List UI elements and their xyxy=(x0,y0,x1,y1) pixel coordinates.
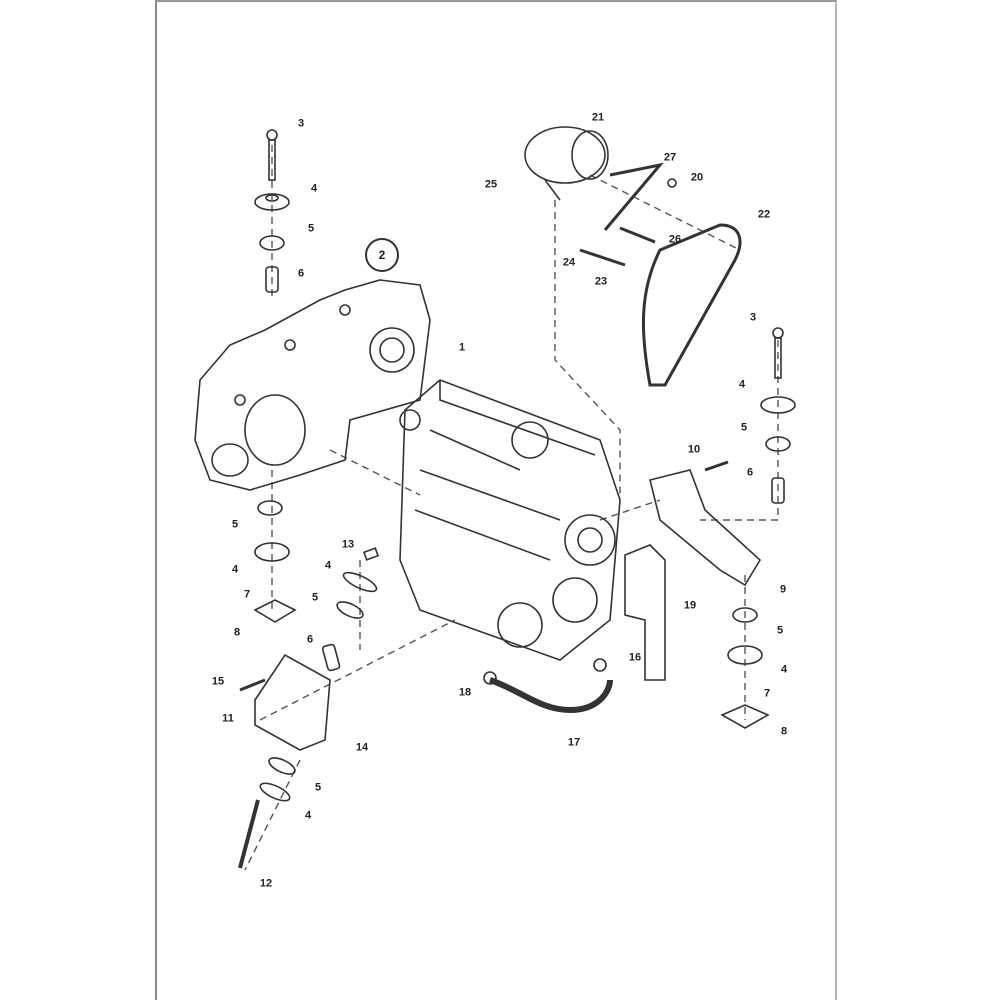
engine-block xyxy=(399,379,621,661)
fitting xyxy=(593,658,607,672)
callout: 7 xyxy=(763,687,771,700)
callout: 4 xyxy=(310,182,318,195)
callout: 20 xyxy=(690,171,704,184)
callout: 14 xyxy=(355,741,369,754)
left-mount-stack-bottom xyxy=(253,500,297,623)
callout: 5 xyxy=(314,781,322,794)
callout: 26 xyxy=(668,233,682,246)
callout: 3 xyxy=(749,311,757,324)
assembly-callout-2: 2 xyxy=(365,238,399,272)
callout: 19 xyxy=(683,599,697,612)
drive-belt xyxy=(641,223,742,387)
callout: 21 xyxy=(591,111,605,124)
callout: 4 xyxy=(324,559,332,572)
callout: 15 xyxy=(211,675,225,688)
bolt xyxy=(619,226,656,244)
bolt xyxy=(704,460,729,472)
callout: 5 xyxy=(776,624,784,637)
callout: 12 xyxy=(259,877,273,890)
callout: 9 xyxy=(779,583,787,596)
alternator xyxy=(524,126,609,201)
bolt xyxy=(667,178,677,188)
callout: 3 xyxy=(297,117,305,130)
callout: 17 xyxy=(567,736,581,749)
callout: 11 xyxy=(222,712,234,725)
callout: 5 xyxy=(740,421,748,434)
callout: 8 xyxy=(780,725,788,738)
callout: 23 xyxy=(594,275,608,288)
hose xyxy=(489,677,613,714)
callout: 6 xyxy=(746,466,754,479)
callout: 24 xyxy=(562,256,576,269)
callout: 4 xyxy=(231,563,239,576)
bottom-mount-parts xyxy=(238,757,296,869)
callout: 6 xyxy=(306,633,314,646)
callout: 13 xyxy=(341,538,355,551)
callout: 7 xyxy=(243,588,251,601)
right-mount-stack-bottom xyxy=(720,607,770,729)
callout: 6 xyxy=(297,267,305,280)
adjust-bracket xyxy=(603,162,664,231)
drawing-frame xyxy=(155,0,837,1000)
left-engine-bracket xyxy=(254,653,331,751)
callout: 18 xyxy=(458,686,472,699)
bolt xyxy=(239,678,266,692)
callout: 4 xyxy=(304,809,312,822)
bolt xyxy=(579,248,626,267)
callout: 4 xyxy=(738,378,746,391)
right-engine-bracket xyxy=(649,469,762,587)
dashed-assembly-lines xyxy=(244,145,779,871)
callout: 16 xyxy=(628,651,642,664)
callout: 1 xyxy=(458,341,466,354)
callout: 8 xyxy=(233,626,241,639)
callout: 25 xyxy=(484,178,498,191)
callout: 5 xyxy=(307,222,315,235)
timing-cover xyxy=(194,279,431,491)
callout: 4 xyxy=(780,663,788,676)
middle-mount-parts xyxy=(321,547,380,672)
callout: 5 xyxy=(231,518,239,531)
guard-bracket xyxy=(624,544,666,681)
callout: 10 xyxy=(687,443,701,456)
callout: 22 xyxy=(757,208,771,221)
callout: 27 xyxy=(663,151,677,164)
fitting xyxy=(483,671,497,685)
left-mount-stack-top xyxy=(254,129,290,293)
callout: 5 xyxy=(311,591,319,604)
right-mount-stack-top xyxy=(760,327,796,504)
